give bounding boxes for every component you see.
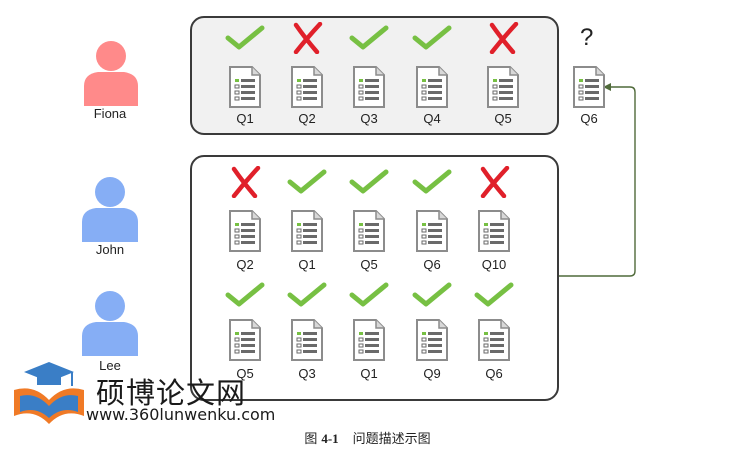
correct-mark (225, 22, 265, 59)
graduation-cap-icon (14, 362, 84, 424)
caption-text: 问题描述示图 (352, 431, 431, 446)
check-icon (349, 169, 389, 194)
document-icon (416, 66, 448, 108)
check-icon (474, 282, 514, 307)
target-label: Q6 (580, 111, 598, 126)
question-label: Q6 (423, 257, 441, 272)
fiona-name: Fiona (93, 106, 127, 121)
john-person (80, 176, 140, 247)
target-question (572, 66, 606, 113)
cross-icon (480, 165, 510, 199)
question-document (290, 210, 324, 257)
wrong-mark (225, 165, 265, 203)
cross-icon (489, 21, 519, 55)
correct-mark (287, 279, 327, 316)
question-label: Q10 (481, 257, 507, 272)
question-label: Q2 (298, 111, 316, 126)
correct-mark (349, 22, 389, 59)
document-icon (416, 210, 448, 252)
check-icon (287, 282, 327, 307)
check-icon (349, 282, 389, 307)
question-label: Q3 (298, 366, 316, 381)
check-icon (225, 282, 265, 307)
cross-icon (293, 21, 323, 55)
question-document (477, 210, 511, 257)
watermark-title: 硕博论文网 (96, 376, 247, 410)
check-icon (412, 169, 452, 194)
question-document (415, 66, 449, 113)
question-label: Q9 (423, 366, 441, 381)
document-icon (478, 210, 510, 252)
document-icon (487, 66, 519, 108)
check-icon (225, 25, 265, 50)
john-name: John (95, 242, 125, 257)
person-icon (84, 41, 138, 106)
document-icon (291, 319, 323, 361)
correct-mark (225, 279, 265, 316)
document-icon (478, 319, 510, 361)
question-document (228, 210, 262, 257)
question-label: Q5 (360, 257, 378, 272)
check-icon (349, 25, 389, 50)
question-document (228, 66, 262, 113)
check-icon (412, 25, 452, 50)
question-document (477, 319, 511, 366)
caption-prefix: 图 (304, 431, 318, 446)
question-document (290, 319, 324, 366)
fiona-person (82, 40, 140, 111)
document-icon (573, 66, 605, 108)
document-icon (229, 210, 261, 252)
correct-mark (349, 279, 389, 316)
question-label: Q1 (360, 366, 378, 381)
question-label: Q5 (494, 111, 512, 126)
document-icon (291, 66, 323, 108)
question-label: Q1 (298, 257, 316, 272)
person-icon (82, 291, 138, 356)
correct-mark (412, 166, 452, 203)
document-icon (353, 319, 385, 361)
check-icon (412, 282, 452, 307)
question-document (290, 66, 324, 113)
correct-mark (474, 279, 514, 316)
correct-mark (349, 166, 389, 203)
question-label: Q2 (236, 257, 254, 272)
check-icon (287, 169, 327, 194)
question-label: Q5 (236, 366, 254, 381)
document-icon (416, 319, 448, 361)
question-label: Q4 (423, 111, 441, 126)
lee-name: Lee (99, 358, 121, 373)
wrong-mark (287, 21, 327, 59)
document-icon (353, 66, 385, 108)
watermark-url: www.360lunwenku.com (86, 405, 276, 424)
cross-icon (231, 165, 261, 199)
question-document (352, 319, 386, 366)
person-icon (82, 177, 138, 242)
question-document (228, 319, 262, 366)
question-document (415, 319, 449, 366)
question-document (415, 210, 449, 257)
question-label: Q1 (236, 111, 254, 126)
unknown-mark: ? (580, 24, 594, 51)
document-icon (229, 66, 261, 108)
correct-mark (412, 22, 452, 59)
question-label: Q3 (360, 111, 378, 126)
caption-number: 4-1 (321, 431, 339, 446)
wrong-mark (483, 21, 523, 59)
question-label: Q6 (485, 366, 503, 381)
wrong-mark (474, 165, 514, 203)
document-icon (353, 210, 385, 252)
document-icon (229, 319, 261, 361)
question-document (352, 66, 386, 113)
question-document (352, 210, 386, 257)
question-document (486, 66, 520, 113)
document-icon (291, 210, 323, 252)
lee-person (80, 290, 140, 361)
correct-mark (412, 279, 452, 316)
correct-mark (287, 166, 327, 203)
